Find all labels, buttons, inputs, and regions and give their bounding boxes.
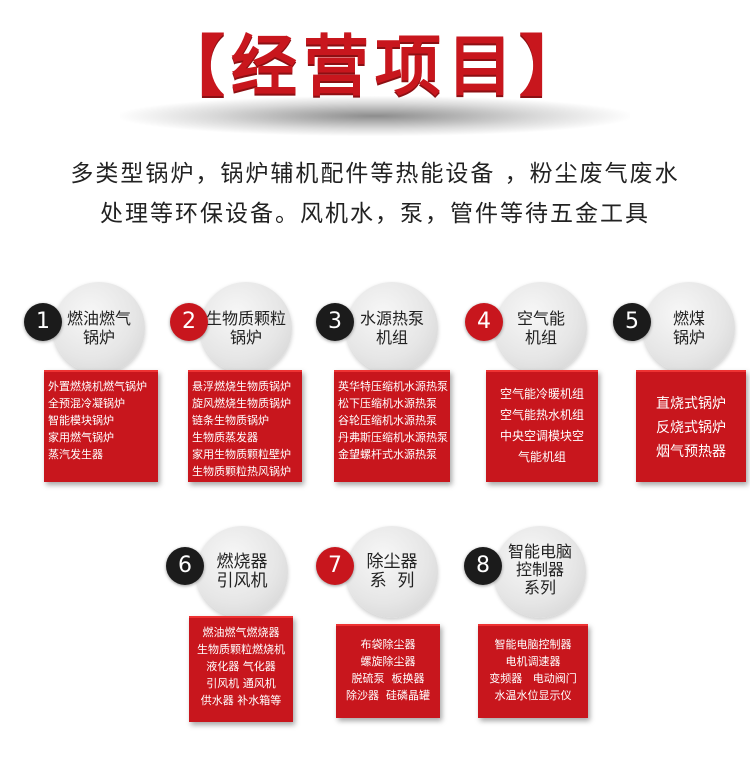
card-list-box: 悬浮燃烧生物质锅炉 旋风燃烧生物质锅炉 链条生物质锅炉 生物质蒸发器 家用生物质… [188, 370, 302, 482]
list-item: 液化器 气化器 [206, 660, 276, 673]
list-item: 谷轮压缩机水源热泵 [338, 414, 437, 427]
card-list-box: 英华特压缩机水源热泵 松下压缩机水源热泵 谷轮压缩机水源热泵 丹弗斯压缩机水源热… [334, 370, 450, 482]
list-item: 旋风燃烧生物质锅炉 [192, 397, 291, 410]
card-circle [53, 282, 145, 374]
list-item: 链条生物质锅炉 [192, 414, 269, 427]
card-label: 燃煤锅炉 [672, 309, 705, 347]
number-badge: 7 [316, 547, 354, 585]
list-item: 脱硫泵 板换器 [351, 672, 425, 685]
list-item: 燃油燃气燃烧器 [202, 626, 280, 639]
list-item: 直烧式锅炉 [656, 396, 726, 412]
card-circle [494, 526, 586, 618]
header-shadow [120, 96, 630, 136]
card-circle [643, 282, 735, 374]
list-item: 除沙器 硅磷晶罐 [346, 689, 430, 702]
card-circle [196, 526, 288, 618]
list-item: 蒸汽发生器 [48, 448, 103, 461]
list-item: 空气能冷暖机组 [499, 387, 584, 401]
card-label: 燃油燃气锅炉 [66, 309, 131, 347]
list-item: 反烧式锅炉 [656, 420, 726, 436]
list-item: 金望螺杆式水源热泵 [338, 448, 437, 461]
list-item: 中央空调模块空 [499, 429, 584, 443]
card-circle [200, 282, 292, 374]
card-circle [346, 526, 438, 618]
card-list-box: 燃油燃气燃烧器 生物质颗粒燃烧机 液化器 气化器 引风机 通风机 供水器 补水箱… [189, 616, 293, 722]
list-item: 英华特压缩机水源热泵 [338, 380, 448, 393]
card-list-box: 外置燃烧机燃气锅炉 全预混冷凝锅炉 智能模块锅炉 家用燃气锅炉 蒸汽发生器 [44, 370, 158, 482]
header: 【经营项目】 [0, 0, 750, 140]
number-badge: 4 [465, 303, 503, 341]
number-badge: 1 [24, 303, 62, 341]
intro-line-2: 处理等环保设备。风机水，泵，管件等待五金工具 [100, 201, 650, 227]
number-badge: 3 [316, 303, 354, 341]
card-label: 空气能机组 [516, 309, 565, 347]
list-item: 水温水位显示仪 [494, 689, 572, 702]
list-item: 松下压缩机水源热泵 [338, 397, 437, 410]
list-item: 家用燃气锅炉 [48, 431, 114, 444]
card-label: 除尘器系 列 [366, 552, 418, 591]
number-badge: 6 [166, 547, 204, 585]
card-circle [495, 282, 587, 374]
card-list-box: 直烧式锅炉 反烧式锅炉 烟气预热器 [636, 370, 746, 482]
list-item: 悬浮燃烧生物质锅炉 [192, 380, 291, 393]
card-label: 燃烧器引风机 [216, 552, 268, 591]
list-item: 家用生物质颗粒壁炉 [192, 448, 291, 461]
list-item: 全预混冷凝锅炉 [48, 397, 125, 410]
number-badge: 8 [464, 547, 502, 585]
card-label: 生物质颗粒锅炉 [205, 309, 286, 347]
card-list-box: 空气能冷暖机组 空气能热水机组 中央空调模块空 气能机组 [486, 370, 598, 482]
list-item: 智能电脑控制器 [494, 638, 572, 651]
list-item: 供水器 补水箱等 [200, 694, 282, 707]
page-title: 【经营项目】 [159, 28, 591, 105]
list-item: 螺旋除尘器 [360, 655, 416, 668]
number-badge: 5 [613, 303, 651, 341]
list-item: 丹弗斯压缩机水源热泵 [338, 431, 448, 444]
list-item: 生物质蒸发器 [192, 431, 258, 444]
card-label: 智能电脑控制器系列 [507, 542, 572, 597]
card-list-box: 智能电脑控制器 电机调速器 变频器 电动阀门 水温水位显示仪 [478, 624, 588, 718]
list-item: 空气能热水机组 [499, 408, 584, 422]
list-item: 布袋除尘器 [360, 638, 416, 651]
number-badge: 2 [170, 303, 208, 341]
list-item: 变频器 电动阀门 [489, 672, 577, 685]
card-label: 水源热泵机组 [359, 309, 424, 347]
card-circle [346, 282, 438, 374]
list-item: 电机调速器 [505, 655, 561, 668]
list-item: 外置燃烧机燃气锅炉 [48, 380, 147, 393]
intro-line-1: 多类型锅炉，锅炉辅机配件等热能设备 ，粉尘废气废水 [70, 161, 680, 187]
list-item: 烟气预热器 [656, 444, 726, 460]
list-item: 生物质颗粒热风锅炉 [192, 465, 291, 478]
list-item: 生物质颗粒燃烧机 [197, 643, 285, 656]
list-item: 引风机 通风机 [206, 677, 276, 690]
card-list-box: 布袋除尘器 螺旋除尘器 脱硫泵 板换器 除沙器 硅磷晶罐 [336, 624, 440, 718]
list-item: 气能机组 [517, 450, 566, 464]
list-item: 智能模块锅炉 [48, 414, 114, 427]
